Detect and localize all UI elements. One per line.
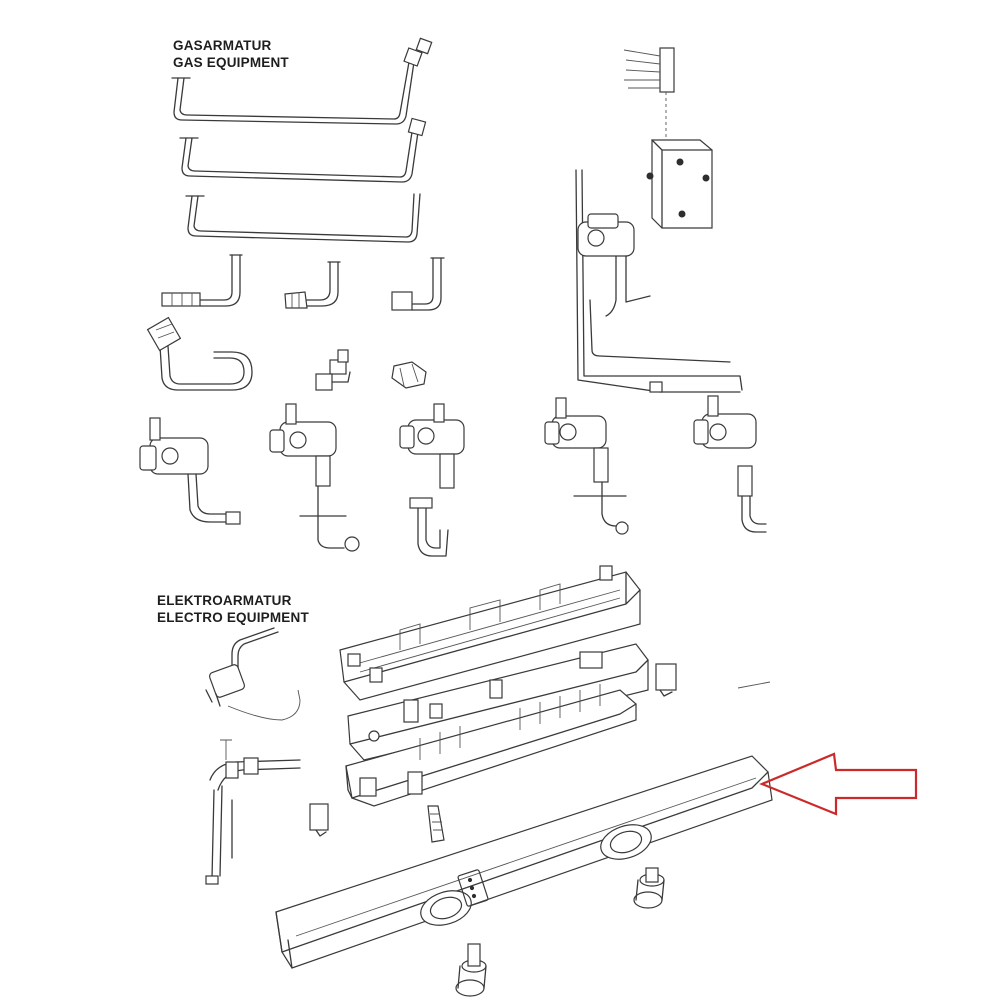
elbow-fitting-2 xyxy=(284,261,341,309)
electro-heading-de: ELEKTROARMATUR xyxy=(157,593,292,608)
electro-heading-en: ELECTRO EQUIPMENT xyxy=(157,610,309,625)
gas-valve-3 xyxy=(399,403,465,557)
electro-equipment-heading: ELEKTROARMATUR ELECTRO EQUIPMENT xyxy=(157,592,309,626)
power-cable-plug xyxy=(205,627,301,760)
gas-valve-5 xyxy=(693,395,767,533)
red-indicator-arrow xyxy=(759,752,918,816)
control-housing-base xyxy=(345,684,637,807)
gas-heading-en: GAS EQUIPMENT xyxy=(173,55,289,70)
gas-heading-de: GASARMATUR xyxy=(173,38,272,53)
elbow-fitting-1 xyxy=(161,254,243,307)
gas-valve-1 xyxy=(139,417,241,525)
control-housing-top xyxy=(339,565,641,701)
gas-pipe-3 xyxy=(185,193,421,243)
gas-valve-4 xyxy=(544,397,629,535)
elbow-fitting-3 xyxy=(391,257,445,311)
u-pipe xyxy=(146,316,253,391)
control-panel-fascia xyxy=(275,755,773,969)
control-knob-1 xyxy=(633,867,665,909)
gas-pipe-1 xyxy=(171,37,433,125)
gas-pipe-2 xyxy=(179,117,427,183)
gas-equipment-heading: GASARMATUR GAS EQUIPMENT xyxy=(173,37,289,71)
tee-fitting xyxy=(391,361,427,389)
faint-line xyxy=(737,681,771,689)
small-spring-part xyxy=(427,805,445,843)
small-clip-right xyxy=(655,663,677,697)
control-circuit-board xyxy=(347,643,649,761)
thermocouple-leads xyxy=(205,757,301,885)
control-knob-2 xyxy=(455,943,487,997)
control-box xyxy=(646,139,713,229)
small-clip-left xyxy=(309,803,329,837)
connector-fitting xyxy=(315,349,351,391)
oven-corner-with-valve xyxy=(575,169,743,393)
wire-connector xyxy=(623,47,675,140)
gas-valve-2 xyxy=(269,403,360,552)
